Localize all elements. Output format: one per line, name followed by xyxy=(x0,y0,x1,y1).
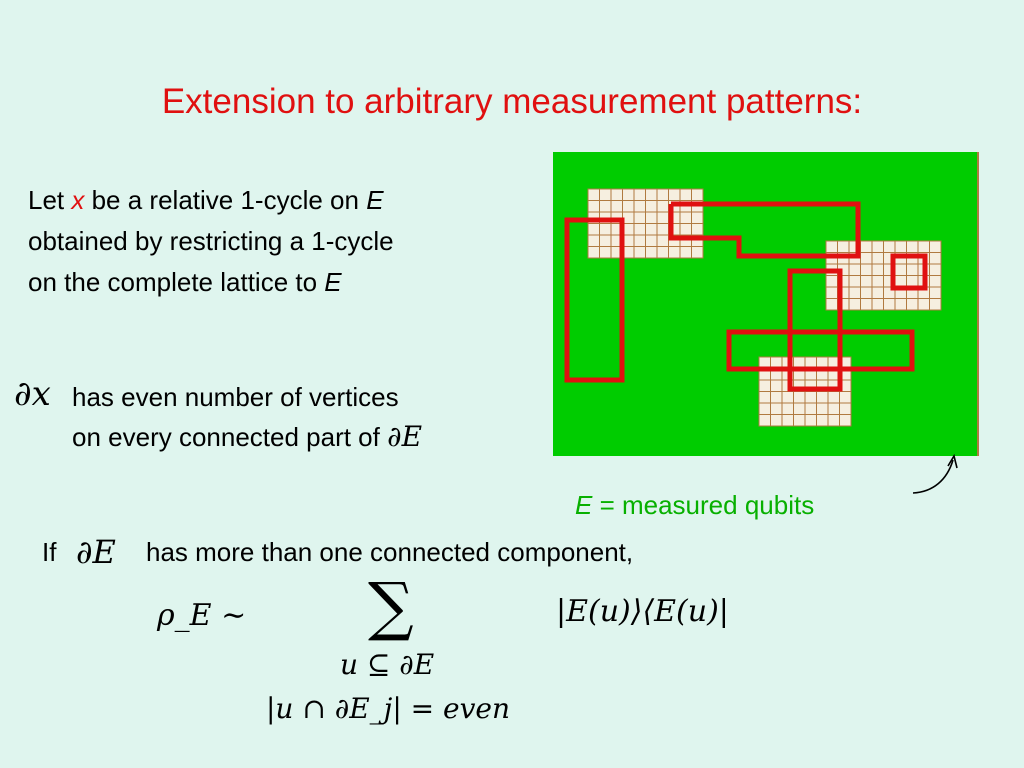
lattice-figure xyxy=(553,152,979,456)
condition-text: has more than one connected component, xyxy=(146,537,634,567)
definition-line-3: on the complete lattice to E xyxy=(28,267,342,297)
figure-caption: E = measured qubits xyxy=(575,490,815,520)
sum-subscript-1: u ⊆ ∂E xyxy=(340,648,435,681)
var-x: x xyxy=(71,185,85,215)
boundary-dE: ∂E xyxy=(387,420,423,453)
boundary-line-1: has even number of vertices xyxy=(72,382,399,412)
var-E: E xyxy=(366,185,384,215)
definition-paragraph: Let x be a relative 1-cycle on E obtaine… xyxy=(28,180,394,303)
slide-title: Extension to arbitrary measurement patte… xyxy=(161,82,863,121)
definition-line-2: obtained by restricting a 1-cycle xyxy=(28,226,394,256)
definition-line-1: Let x be a relative 1-cycle on E xyxy=(28,185,384,215)
if-label: If xyxy=(42,537,57,567)
cycle-cross-vertical xyxy=(787,268,843,392)
qubit-grid-1 xyxy=(587,188,704,259)
sum-symbol: ∑ xyxy=(368,570,414,644)
sum-subscript-2: |u ∩ ∂E_j| = even xyxy=(266,692,511,725)
boundary-x-symbol: ∂x xyxy=(14,374,51,414)
cycle-left-loop xyxy=(564,217,625,383)
var-E-2: E xyxy=(324,267,342,297)
boundary-line-2: on every connected part of ∂E xyxy=(72,420,423,453)
relative-cycle xyxy=(564,201,928,392)
boundary-statement: has even number of vertices on every con… xyxy=(72,377,422,457)
rho-E: ρ_E ∼ xyxy=(157,598,247,633)
if-dE: ∂E xyxy=(76,533,116,571)
cycle-small-loop xyxy=(890,253,928,291)
cycle-cross-horizontal xyxy=(726,329,915,372)
cycle-top-path xyxy=(668,201,861,259)
ket-bra: |E(u)⟩⟨E(u)| xyxy=(556,594,729,629)
arrow-icon xyxy=(912,453,958,494)
